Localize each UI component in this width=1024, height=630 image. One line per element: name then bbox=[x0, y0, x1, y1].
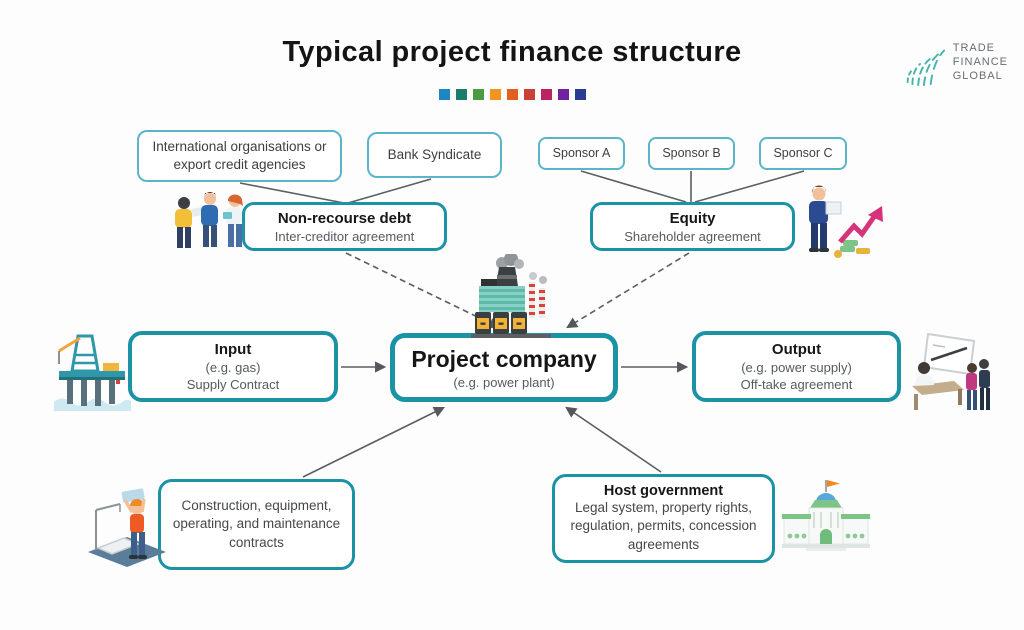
node-subtitle: Shareholder agreement bbox=[624, 228, 761, 244]
node-label: Sponsor C bbox=[773, 146, 833, 161]
node-subtitle2: Off-take agreement bbox=[740, 377, 853, 392]
node-subtitle: (e.g. power plant) bbox=[453, 374, 555, 390]
node-input: Input (e.g. gas) Supply Contract bbox=[128, 331, 338, 402]
node-sponsor-a: Sponsor A bbox=[538, 137, 625, 170]
node-title: Equity bbox=[669, 209, 716, 227]
node-international-organisations: International organisations or export cr… bbox=[137, 130, 342, 182]
lenders-people-icon bbox=[175, 192, 243, 248]
page-title: Typical project finance structure bbox=[282, 36, 742, 68]
brand-logo: TRADE FINANCE GLOBAL bbox=[900, 36, 1008, 90]
node-output: Output (e.g. power supply) Off-take agre… bbox=[692, 331, 901, 402]
palette-square bbox=[574, 89, 586, 100]
node-title: Input bbox=[214, 341, 252, 358]
presentation-board-icon bbox=[912, 332, 990, 410]
node-non-recourse-debt: Non-recourse debt Inter-creditor agreeme… bbox=[242, 202, 447, 251]
node-title: Output bbox=[771, 341, 822, 358]
node-sponsor-b: Sponsor B bbox=[648, 137, 735, 170]
node-label: Sponsor B bbox=[662, 146, 721, 161]
fingerprint-icon bbox=[906, 49, 945, 86]
palette-row bbox=[0, 89, 1024, 100]
palette-square bbox=[489, 89, 501, 100]
node-bank-syndicate: Bank Syndicate bbox=[367, 132, 502, 178]
node-subtitle2: Supply Contract bbox=[186, 377, 280, 392]
oil-rig-icon bbox=[54, 334, 131, 411]
node-construction-contracts: Construction, equipment, operating, and … bbox=[158, 479, 355, 570]
palette-square bbox=[540, 89, 552, 100]
palette-square bbox=[438, 89, 450, 100]
palette-square bbox=[523, 89, 535, 100]
palette-square bbox=[557, 89, 569, 100]
node-project-company: Project company (e.g. power plant) bbox=[390, 333, 618, 402]
node-label: Construction, equipment, operating, and … bbox=[172, 498, 341, 550]
node-label: International organisations or export cr… bbox=[152, 138, 327, 172]
node-sponsor-c: Sponsor C bbox=[759, 137, 847, 170]
node-subtitle: (e.g. power supply) bbox=[741, 360, 852, 375]
government-building-icon bbox=[782, 480, 870, 551]
palette-square bbox=[506, 89, 518, 100]
node-subtitle: Legal system, property rights, regulatio… bbox=[570, 500, 757, 552]
node-label: Bank Syndicate bbox=[387, 146, 482, 162]
power-plant-icon bbox=[471, 254, 551, 338]
node-subtitle: Inter-creditor agreement bbox=[274, 228, 415, 244]
logo-line-trade: TRADE bbox=[952, 42, 995, 55]
node-label: Sponsor A bbox=[552, 146, 611, 161]
node-subtitle: (e.g. gas) bbox=[205, 360, 261, 375]
logo-line-global: GLOBAL bbox=[952, 69, 1003, 82]
node-title: Non-recourse debt bbox=[277, 209, 412, 227]
node-title: Host government bbox=[603, 483, 724, 500]
logo-wordmark: TRADE FINANCE GLOBAL bbox=[953, 42, 1008, 83]
palette-square bbox=[455, 89, 467, 100]
node-equity: Equity Shareholder agreement bbox=[590, 202, 795, 251]
palette-square bbox=[472, 89, 484, 100]
node-host-government: Host government Legal system, property r… bbox=[552, 474, 775, 563]
logo-line-finance: FINANCE bbox=[952, 56, 1008, 69]
node-title: Project company bbox=[411, 345, 597, 372]
investor-chart-icon bbox=[809, 185, 883, 258]
